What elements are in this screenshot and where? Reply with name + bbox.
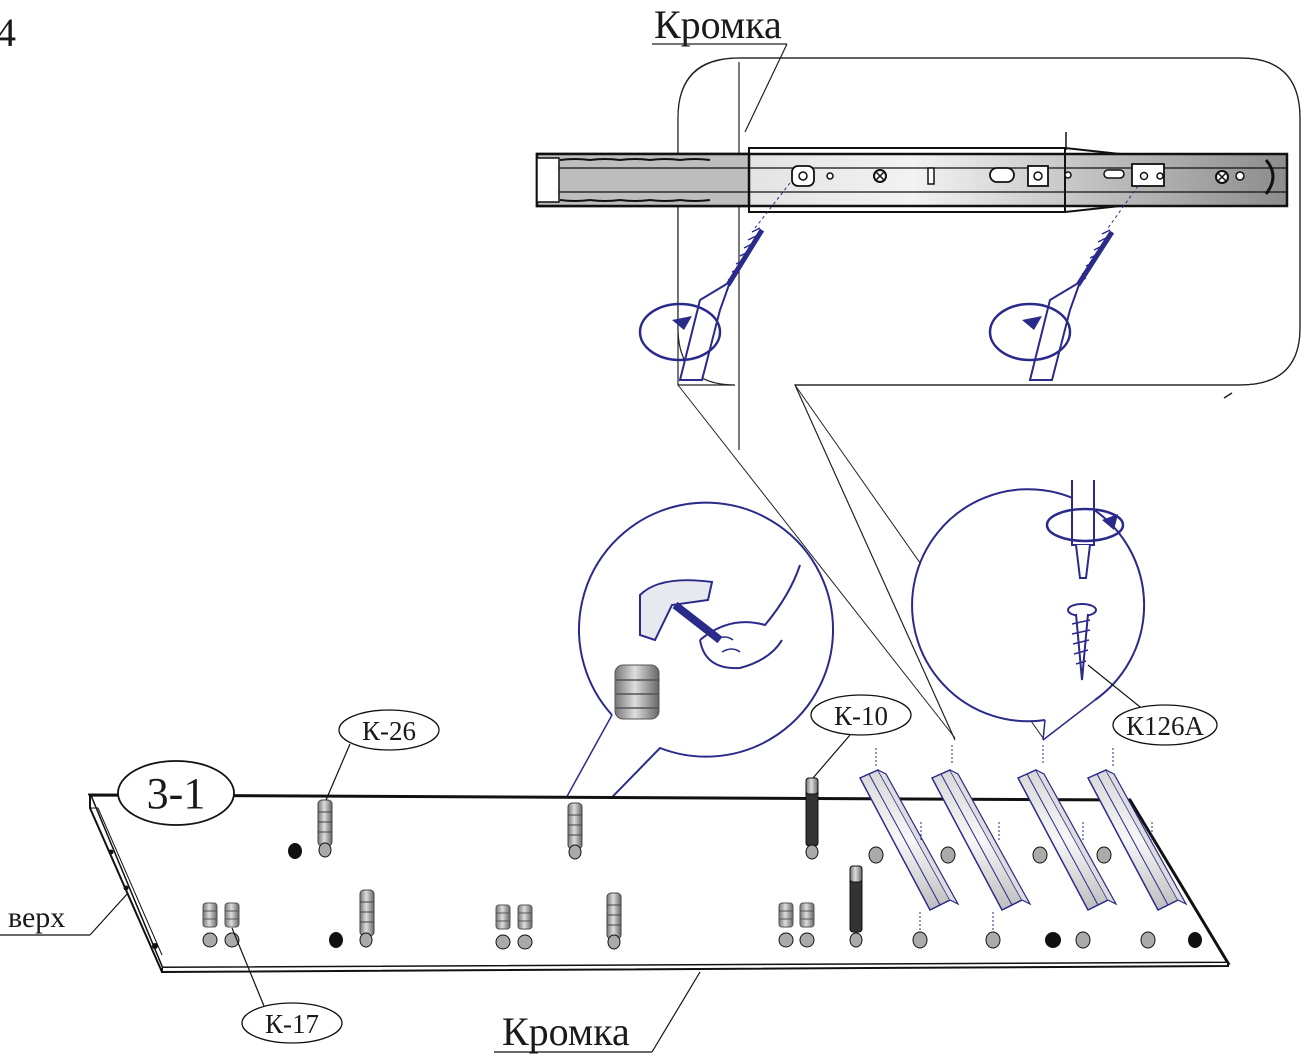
edge-label-bottom: Кромка — [494, 971, 701, 1054]
eccentric-bolts — [805, 777, 863, 948]
part-callout-k26: К-26 — [325, 709, 440, 801]
top-side-label-text: верх — [8, 901, 65, 934]
wood-screw-icon — [1067, 603, 1097, 681]
part-k10-label: К-10 — [834, 701, 888, 731]
top-side-label: верх — [0, 892, 129, 936]
hammer-icon — [639, 564, 801, 670]
runner — [1086, 769, 1188, 911]
edge-label-top: Кромка — [652, 2, 788, 133]
screw-callout — [911, 480, 1151, 741]
part-callout-k17: К-17 — [231, 927, 343, 1044]
drawer-runners — [858, 745, 1188, 930]
edge-label-bottom-text: Кромка — [502, 1009, 630, 1054]
dowel-pin — [606, 892, 622, 950]
screwdriver-right-icon — [988, 185, 1139, 381]
eccentric-bolt — [805, 777, 819, 860]
dowel-pins — [317, 799, 622, 950]
panel-label: 3-1 — [117, 760, 235, 826]
runner — [858, 769, 960, 911]
sleeve-inserts — [202, 902, 815, 930]
edge-label-top-text: Кромка — [654, 2, 782, 47]
part-callout-k10: К-10 — [810, 694, 912, 779]
drawer-slide-zoom-callout — [677, 57, 1301, 741]
dowel-pin — [567, 802, 583, 860]
eccentric-bolt — [849, 865, 863, 948]
part-callout-k126a: К126А — [1112, 704, 1218, 746]
part-k17-label: К-17 — [265, 1009, 319, 1039]
panel-holes — [202, 843, 1202, 950]
runner — [1016, 769, 1118, 911]
step-number: 4 — [0, 10, 16, 55]
sleeve-insert-icon — [614, 664, 660, 720]
part-k126a-label: К126А — [1126, 711, 1205, 741]
screwdriver-left-icon — [638, 182, 791, 381]
runner — [930, 769, 1032, 911]
telescopic-drawer-slide — [535, 132, 1289, 213]
dowel-pin — [317, 799, 333, 858]
panel-label-text: 3-1 — [147, 769, 206, 818]
part-k26-label: К-26 — [362, 716, 416, 746]
screwdriver-icon — [1045, 480, 1125, 579]
dowel-pin — [359, 889, 375, 948]
